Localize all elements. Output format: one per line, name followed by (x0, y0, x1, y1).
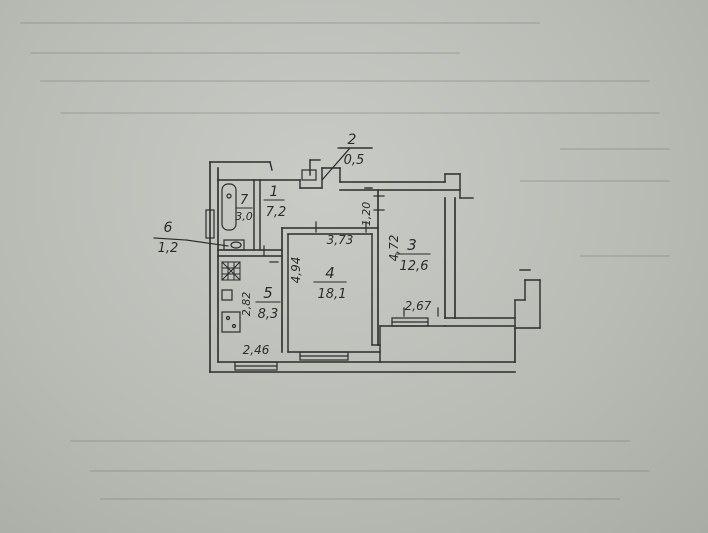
faint-text-line (20, 22, 540, 24)
windows (205, 169, 429, 371)
dimension-label: 1,20 (360, 202, 373, 227)
dimension-label: 2,82 (240, 292, 253, 317)
leader-line-room-6 (185, 239, 229, 247)
toilet-fixture (223, 239, 245, 251)
stove-fixture (221, 289, 241, 333)
outer-walls (209, 161, 541, 373)
room-3-number: 3 (407, 236, 417, 254)
faint-text-line (580, 255, 670, 257)
faint-text-line (40, 80, 650, 82)
faint-text-line (30, 52, 460, 54)
room-4-number: 4 (325, 264, 335, 282)
leader-line-room-2 (321, 147, 351, 181)
room-5-area: 8,3 (258, 307, 279, 322)
room-6-number: 6 (164, 220, 173, 236)
sink-grid-fixture (221, 261, 241, 281)
room-7-area: 3,0 (235, 210, 253, 223)
dimension-label: 4,94 (289, 257, 303, 284)
vent-ticks (309, 159, 531, 271)
room-3-area: 12,6 (400, 259, 429, 274)
faint-text-line (100, 498, 620, 500)
room-2-area: 0,5 (344, 153, 365, 168)
interior-walls (217, 179, 381, 353)
faint-text-line (60, 112, 660, 114)
room-4-area: 18,1 (318, 287, 347, 302)
bathtub-fixture (221, 183, 237, 231)
dimension-label: 4,72 (387, 235, 401, 262)
room-7-number: 7 (240, 193, 249, 208)
faint-text-line (520, 180, 670, 182)
dimension-label: 2,67 (405, 299, 432, 313)
dimension-label: 2,46 (243, 343, 270, 357)
dimension-ticks (263, 195, 439, 317)
faint-text-line (70, 440, 630, 442)
faint-text-line (90, 470, 650, 472)
room-5-number: 5 (263, 284, 273, 302)
room-1-number: 1 (270, 184, 279, 200)
faint-text-line (560, 148, 670, 150)
dimension-label: 3,73 (327, 233, 354, 247)
room-2-number: 2 (348, 132, 357, 148)
room-6-area: 1,2 (158, 241, 179, 256)
room-1-area: 7,2 (266, 205, 287, 220)
